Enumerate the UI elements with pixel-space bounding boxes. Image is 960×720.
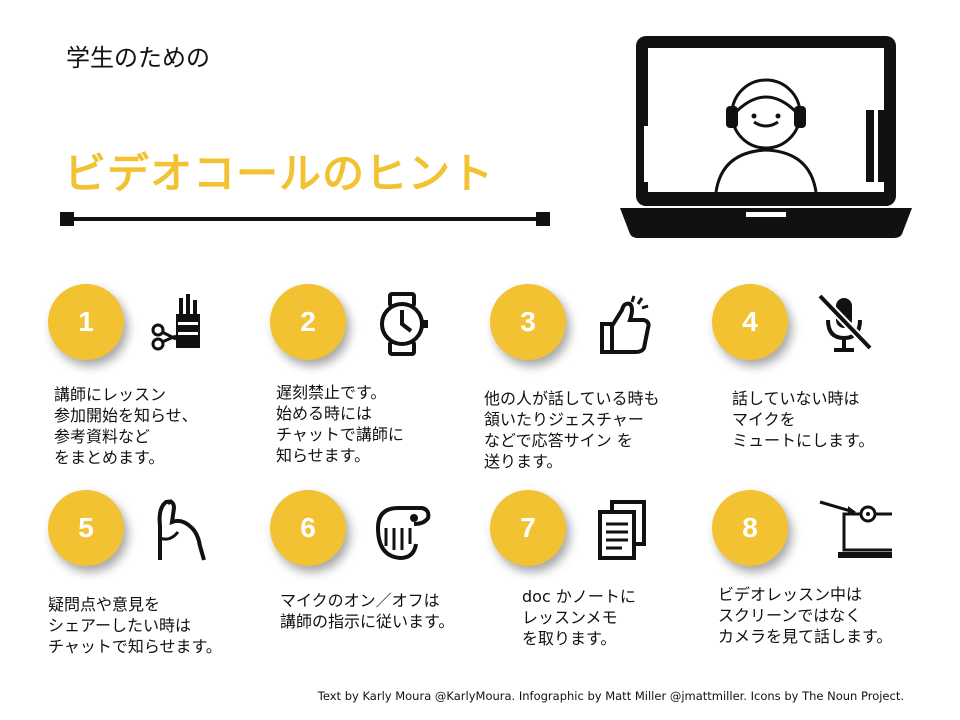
raised-hand-icon bbox=[157, 498, 206, 561]
tip-number-badge: 4 bbox=[712, 284, 788, 360]
tip-7: 7 doc かノートに レッスンメモ を取ります。 bbox=[490, 490, 710, 690]
tip-3: 3 他の人が話している時も 頷いたりジェスチャー などで応答サイン を 送ります… bbox=[484, 284, 710, 484]
tip-text: doc かノートに レッスンメモ を取ります。 bbox=[522, 587, 636, 648]
thumbs-up-icon bbox=[600, 295, 651, 354]
tip-4: 4 話していない時は マイクを ミュートにします。 bbox=[712, 284, 932, 484]
stationery-icon bbox=[151, 294, 200, 351]
tip-text: マイクのオン／オフは 講師の指示に従います。 bbox=[280, 591, 455, 631]
documents-icon bbox=[598, 500, 646, 560]
tip-1: 1 講師にレッスン 参加開始を知らせ、 参考資料など をまとめます。 bbox=[48, 284, 268, 484]
tip-text: 疑問点や意見を シェアーしたい時は チャットで知らせます。 bbox=[48, 595, 222, 656]
tip-number-badge: 3 bbox=[490, 284, 566, 360]
muted-microphone-icon bbox=[817, 293, 873, 352]
page-title: ビデオコールのヒント bbox=[64, 149, 495, 198]
credit-line: Text by Karly Moura @KarlyMoura. Infogra… bbox=[317, 689, 904, 703]
tip-number-badge: 5 bbox=[48, 490, 124, 566]
watch-icon bbox=[380, 292, 428, 356]
divider bbox=[60, 212, 550, 226]
tip-text: 遅刻禁止です。 始める時には チャットで講師に 知らせます。 bbox=[276, 383, 404, 465]
tip-6: 6 マイクのオン／オフは 講師の指示に従います。 bbox=[270, 490, 490, 690]
tip-number-badge: 2 bbox=[270, 284, 346, 360]
pointing-hand-icon bbox=[376, 506, 431, 561]
tip-number-badge: 7 bbox=[490, 490, 566, 566]
tip-number-badge: 1 bbox=[48, 284, 124, 360]
tip-number-badge: 6 bbox=[270, 490, 346, 566]
tip-8: 8 ビデオレッスン中は スクリーンではなく カメラを見て話します。 bbox=[712, 490, 932, 690]
tip-text: 講師にレッスン 参加開始を知らせ、 参考資料など をまとめます。 bbox=[54, 385, 198, 467]
laptop-video-call-icon bbox=[620, 36, 912, 238]
tip-5: 5 疑問点や意見を シェアーしたい時は チャットで知らせます。 bbox=[48, 490, 268, 690]
subtitle: 学生のための bbox=[66, 44, 210, 72]
tip-number-badge: 8 bbox=[712, 490, 788, 566]
tip-text: 話していない時は マイクを ミュートにします。 bbox=[732, 389, 875, 450]
tip-text: 他の人が話している時も 頷いたりジェスチャー などで応答サイン を 送ります。 bbox=[484, 389, 660, 471]
tip-text: ビデオレッスン中は スクリーンではなく カメラを見て話します。 bbox=[718, 585, 893, 646]
laptop-camera-icon bbox=[819, 500, 892, 558]
tip-2: 2 遅刻禁止です。 始める時には チャットで講師に 知らせます。 bbox=[270, 284, 490, 484]
